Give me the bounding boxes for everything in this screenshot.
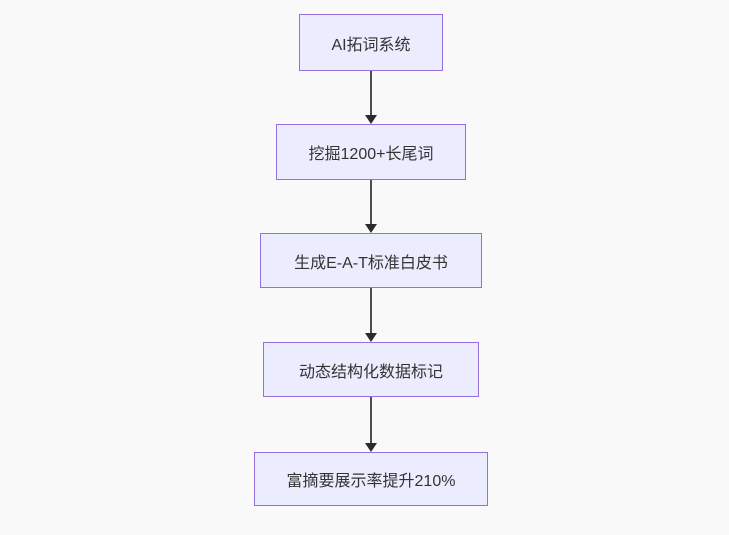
flow-edge-4 <box>364 397 378 452</box>
edge-line <box>370 71 372 115</box>
edge-line <box>370 180 372 224</box>
flow-node-label: 生成E-A-T标准白皮书 <box>294 254 448 272</box>
flow-edge-3 <box>364 288 378 342</box>
arrowhead-down-icon <box>365 115 377 124</box>
flow-node-eat-whitepaper: 生成E-A-T标准白皮书 <box>260 233 482 288</box>
edge-line <box>370 397 372 443</box>
flow-edge-1 <box>364 71 378 124</box>
flow-node-structured-data-markup: 动态结构化数据标记 <box>263 342 479 397</box>
arrowhead-down-icon <box>365 443 377 452</box>
arrowhead-down-icon <box>365 333 377 342</box>
flow-node-label: 富摘要展示率提升210% <box>286 473 456 490</box>
flow-edge-2 <box>364 180 378 233</box>
flow-node-rich-snippet-result: 富摘要展示率提升210% <box>254 452 488 506</box>
flow-node-longtail-mining: 挖掘1200+长尾词 <box>276 124 466 180</box>
flow-node-ai-word-expansion: AI拓词系统 <box>299 14 443 71</box>
flow-node-label: AI拓词系统 <box>331 36 411 54</box>
edge-line <box>370 288 372 333</box>
flow-node-label: 挖掘1200+长尾词 <box>308 146 434 163</box>
arrowhead-down-icon <box>365 224 377 233</box>
flow-node-label: 动态结构化数据标记 <box>298 363 443 381</box>
